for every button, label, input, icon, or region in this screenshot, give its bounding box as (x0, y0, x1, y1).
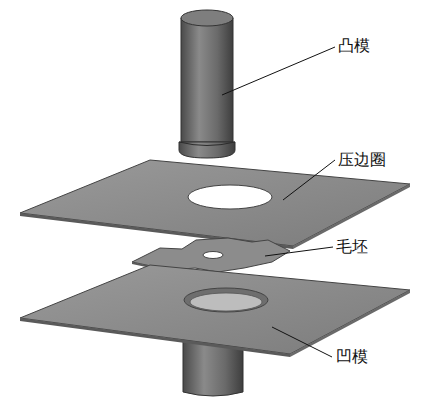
part-label: 压边圈 (338, 152, 386, 168)
part-label: 毛坯 (336, 239, 368, 255)
leader-lines (222, 47, 335, 357)
die-body (20, 265, 410, 396)
part-label: 凸模 (338, 38, 370, 54)
part-label: 凹模 (336, 349, 368, 365)
blank-holder-plate (20, 160, 410, 249)
punch-cylinder (179, 10, 235, 158)
